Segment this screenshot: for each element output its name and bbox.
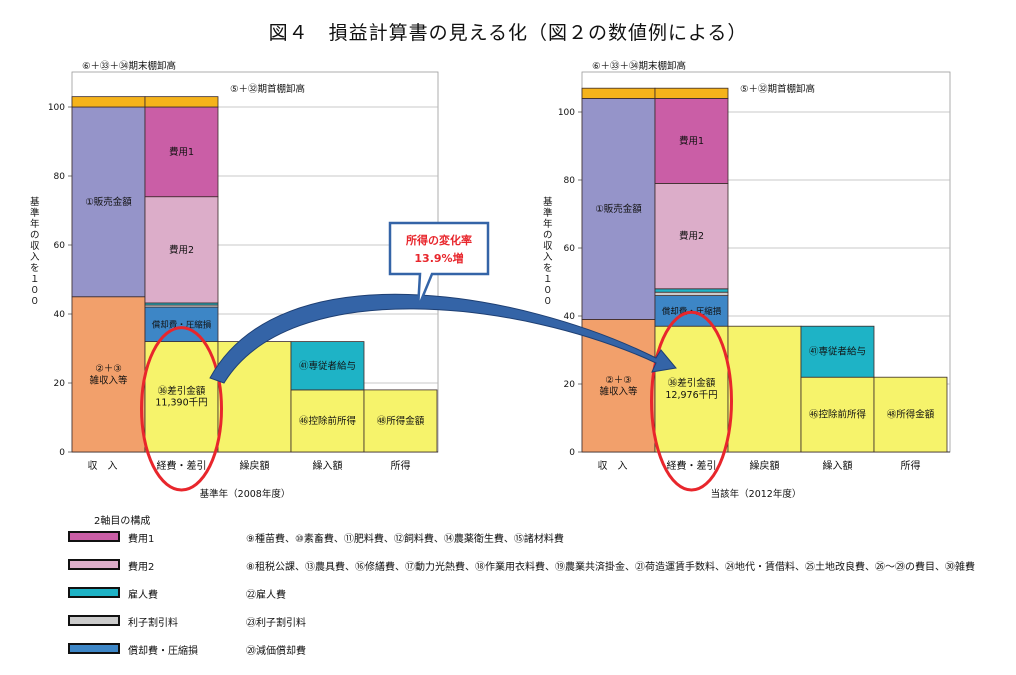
bar-label: 費用2 [169, 244, 194, 256]
legend-title: 2軸目の構成 [94, 516, 151, 527]
x-category-label: 所得 [391, 460, 411, 472]
highlight-ellipse [140, 326, 223, 492]
bar-inventory [144, 96, 219, 108]
legend-swatch [68, 643, 120, 654]
legend-desc: ⑨種苗費、⑩素畜費、⑪肥料費、⑫飼料費、⑭農薬衛生費、⑮諸材料費 [246, 534, 564, 545]
legend-desc: ㉒雇人費 [246, 590, 286, 601]
bar-yellow [290, 389, 365, 453]
legend-label: 費用2 [128, 562, 155, 573]
change-callout: 所得の変化率 13.9%増 [388, 221, 490, 309]
bar-cost2 [654, 182, 729, 290]
bar-label: ㊽所得金額 [377, 415, 425, 427]
y-tick-label: 80 [564, 176, 576, 186]
bar-label: ㊶専従者給与 [299, 360, 356, 372]
y-tick-label: 0 [569, 448, 575, 458]
legend-label: 利子割引料 [128, 618, 178, 629]
x-category-label: 繰入額 [823, 459, 853, 472]
y-tick-label: 60 [54, 241, 66, 251]
y-tick-label: 100 [48, 103, 65, 113]
bar-labor [800, 325, 875, 378]
y-tick-label: 100 [558, 108, 575, 118]
change-arrow [209, 293, 677, 384]
bar-labor [654, 288, 729, 293]
x-category-label: 収 入 [598, 460, 628, 472]
y-tick-label: 60 [564, 244, 576, 254]
bar-yellow [363, 389, 438, 453]
bar-inventory [71, 96, 146, 108]
top-label-opening: ⑤＋㉜期首棚卸高 [230, 83, 305, 95]
legend-label: 償却費・圧縮損 [128, 646, 198, 657]
legend-label: 雇人費 [128, 590, 158, 601]
bar-yellow [144, 341, 219, 453]
legend-swatch [68, 531, 120, 542]
legend-label: 費用1 [128, 534, 155, 545]
callout-box [388, 221, 490, 309]
bar-cost2 [144, 196, 219, 304]
bar-label: ㊻控除前所得 [809, 409, 867, 421]
bar-interest [654, 291, 729, 297]
y-tick-label: 20 [564, 380, 576, 390]
y-tick-label: 40 [54, 310, 66, 320]
bar-label: 費用1 [169, 146, 194, 158]
bar-inventory [654, 87, 729, 99]
x-category-label: 所得 [901, 460, 921, 472]
x-category-label: 繰入額 [313, 459, 343, 472]
bar-label: ㊻控除前所得 [299, 415, 357, 427]
bar-yellow [727, 325, 802, 453]
y-tick-label: 40 [564, 312, 576, 322]
y-axis-label: 基準年の収入を１００ [30, 196, 40, 307]
bar-depreciation [144, 306, 219, 343]
callout-line1: 所得の変化率 [406, 233, 472, 247]
arrow-shape [209, 293, 677, 384]
x-category-label: 経費・差引 [667, 459, 717, 472]
bar-label: ①販売金額 [85, 196, 132, 208]
bar-cost1 [144, 106, 219, 198]
bar-labor [290, 341, 365, 391]
legend-swatch [68, 559, 120, 570]
bar-yellow [873, 376, 948, 453]
bar-yellow [800, 376, 875, 453]
bar-cost1 [654, 98, 729, 184]
x-axis-caption: 当該年（2012年度） [711, 488, 802, 500]
y-tick-label: 20 [54, 379, 66, 389]
x-category-label: 繰戻額 [240, 459, 270, 472]
top-label-closing: ⑥＋㉝＋㉞期末棚卸高 [82, 60, 176, 72]
y-axis-label: 基準年の収入を１００ [543, 196, 553, 307]
x-category-label: 収 入 [88, 460, 118, 472]
bar-label: 償却費・圧縮損 [152, 319, 212, 330]
legend-desc: ㉓利子割引料 [246, 618, 306, 629]
bar-sales [581, 98, 656, 320]
bar-label: ㊽所得金額 [887, 409, 935, 421]
x-category-label: 経費・差引 [157, 459, 207, 472]
figure-title: 図４ 損益計算書の見える化（図２の数値例による） [268, 22, 748, 44]
legend-swatch [68, 615, 120, 626]
bar-label: ①販売金額 [595, 203, 642, 215]
y-tick-label: 0 [59, 448, 65, 458]
bar-label: ㊶専従者給与 [809, 346, 866, 358]
bar-misc_income [71, 296, 146, 453]
x-axis-caption: 基準年（2008年度） [200, 488, 291, 500]
callout-line2: 13.9%増 [414, 251, 463, 265]
legend-desc: ⑳減価償却費 [246, 646, 306, 657]
y-tick-label: 80 [54, 172, 66, 182]
x-category-label: 繰戻額 [750, 459, 780, 472]
bar-sales [71, 106, 146, 298]
bar-label: 費用1 [679, 135, 704, 147]
legend-desc: ⑧租税公課、⑬農具費、⑯修繕費、⑰動力光熱費、⑱作業用衣料費、⑲農業共済掛金、㉑… [246, 562, 975, 573]
bar-inventory [581, 87, 656, 99]
bar-yellow [654, 325, 729, 453]
bar-label: 費用2 [679, 230, 704, 242]
top-label-closing: ⑥＋㉝＋㉞期末棚卸高 [592, 60, 686, 72]
highlight-ellipse [650, 310, 733, 492]
legend-swatch [68, 587, 120, 598]
top-label-opening: ⑤＋㉜期首棚卸高 [740, 83, 815, 95]
